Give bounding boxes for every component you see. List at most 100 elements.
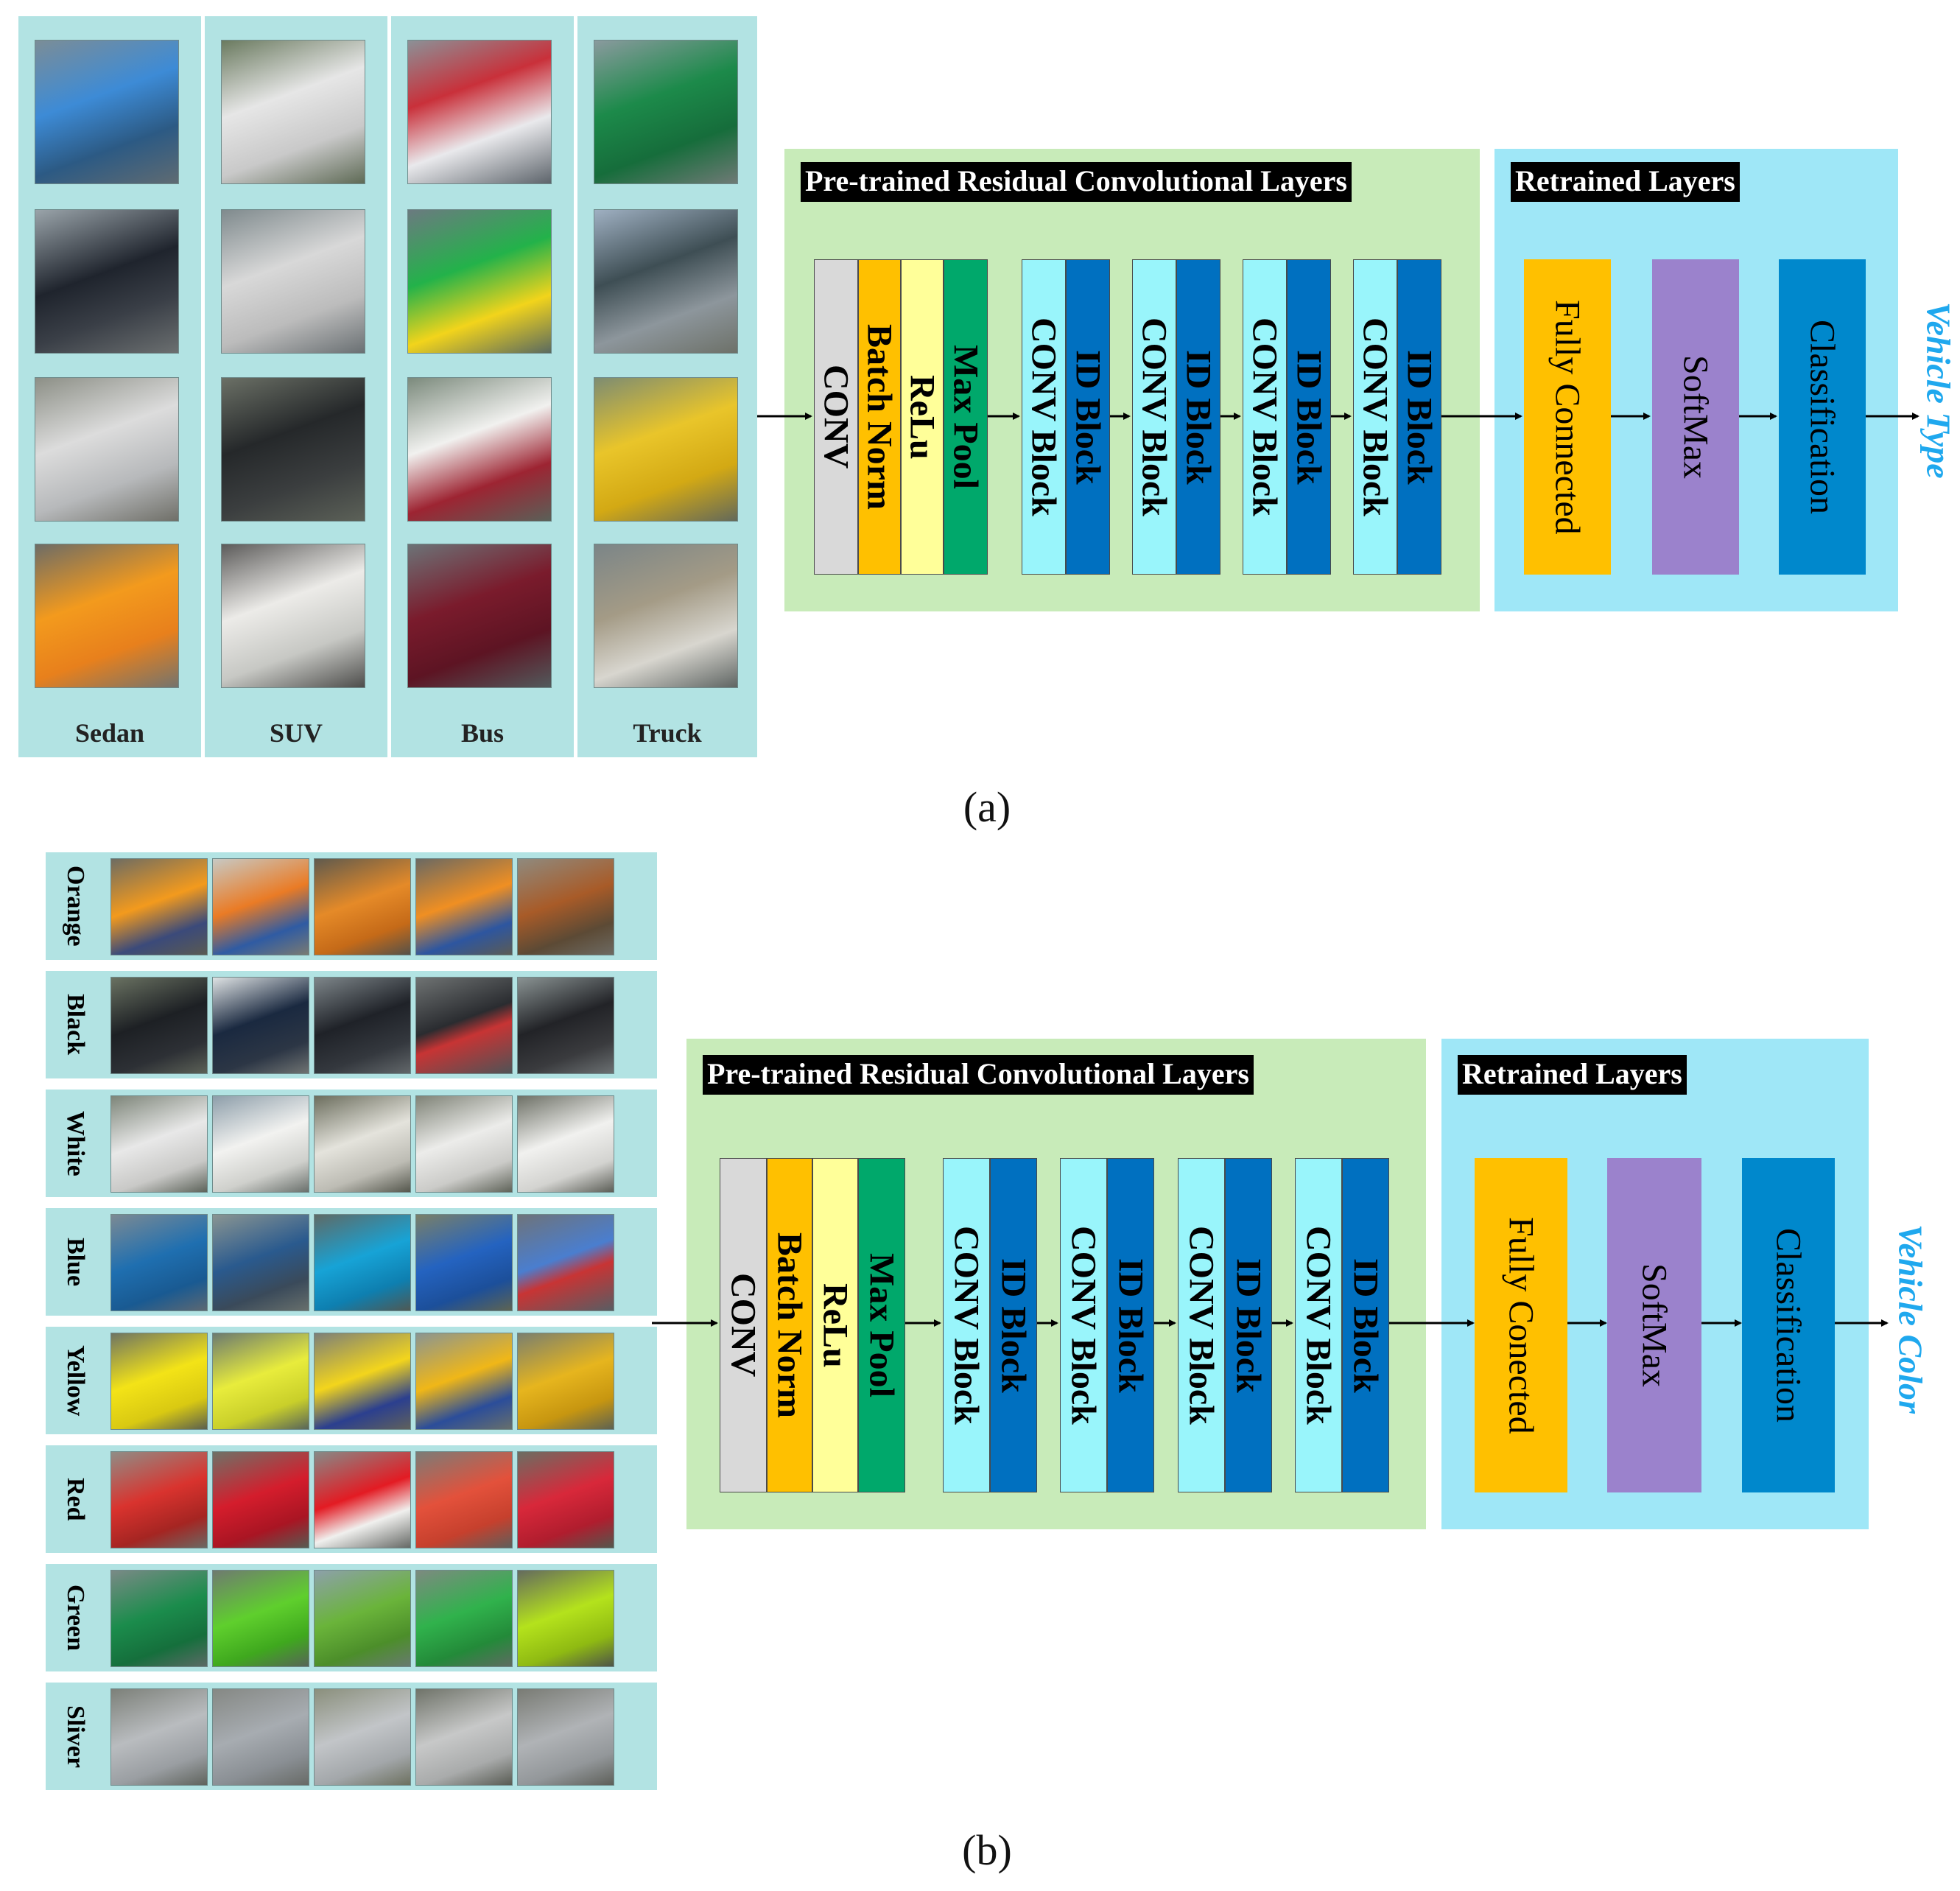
id-block-3: ID Block [1225,1158,1272,1492]
pretrained-title: Pre-trained Residual Convolutional Layer… [703,1055,1254,1095]
vehicle-photo [314,1570,411,1667]
vehicle-photo [594,209,738,354]
conv-block-2: CONV Block [1132,259,1176,575]
vehicle-photo [407,40,552,184]
pretrained-panel-b: Pre-trained Residual Convolutional Layer… [686,1039,1426,1529]
caption-a: (a) [963,783,1011,831]
retrained-title: Retrained Layers [1458,1055,1687,1095]
vehicle-photo [415,1570,513,1667]
max-pool-layer: Max Pool [944,259,988,575]
vehicle-photo [415,977,513,1074]
vehicle-photo [517,1095,614,1193]
vehicle-photo [314,858,411,955]
conv-block-1: CONV Block [943,1158,990,1492]
conv-block-3: CONV Block [1243,259,1287,575]
category-label: Bus [460,718,505,748]
vehicle-photo [221,377,365,522]
conv-layer: CONV [720,1158,767,1492]
pretrained-panel-a: Pre-trained Residual Convolutional Layer… [784,149,1480,611]
vehicle-photo [314,1214,411,1311]
conv-block-1: CONV Block [1022,259,1066,575]
vehicle-photo [314,977,411,1074]
vehicle-photo [35,544,179,688]
vehicle-photo [110,1333,208,1430]
vehicle-photo [212,1214,309,1311]
id-block-3: ID Block [1287,259,1331,575]
vehicle-photo [517,1214,614,1311]
relu-layer: ReLu [812,1158,858,1492]
conv-block-4: CONV Block [1295,1158,1342,1492]
vehicle-photo [517,1570,614,1667]
vehicle-photo [415,858,513,955]
pretrained-title: Pre-trained Residual Convolutional Layer… [801,162,1352,202]
color-row-yellow: Yellow [46,1327,657,1434]
vehicle-photo [212,858,309,955]
color-row-orange: Orange [46,852,657,960]
output-label-color: Vehicle Color [1891,1224,1930,1414]
vehicle-photo [110,858,208,955]
retrained-title: Retrained Layers [1511,162,1740,202]
vehicle-photo [415,1333,513,1430]
caption-b: (b) [962,1826,1012,1874]
retrained-panel-b: Retrained Layers Fully Conected SoftMax … [1441,1039,1869,1529]
color-row-red: Red [46,1445,657,1553]
vehicle-photo [594,544,738,688]
vehicle-photo [110,1451,208,1548]
conv-block-4: CONV Block [1353,259,1397,575]
category-label: Sedan [74,718,145,748]
vehicle-photo [314,1688,411,1786]
color-row-green: Green [46,1564,657,1671]
output-label-type: Vehicle Type [1919,302,1958,479]
vehicle-photo [594,377,738,522]
vehicle-photo [35,40,179,184]
vehicle-photo [314,1451,411,1548]
vehicle-photo [212,1688,309,1786]
conv-layer: CONV [814,259,858,575]
color-label: Blue [62,1237,89,1287]
vehicle-photo [517,858,614,955]
vehicle-photo [517,1333,614,1430]
color-label: Sliver [62,1705,89,1768]
vehicle-photo [110,1095,208,1193]
color-row-blue: Blue [46,1208,657,1316]
id-block-2: ID Block [1176,259,1220,575]
type-column-bus: Bus [391,16,574,757]
vehicle-photo [35,377,179,522]
id-block-1: ID Block [990,1158,1037,1492]
color-row-sliver: Sliver [46,1683,657,1790]
conv-block-2: CONV Block [1060,1158,1107,1492]
color-row-white: White [46,1090,657,1197]
conv-block-3: CONV Block [1178,1158,1225,1492]
type-column-truck: Truck [577,16,757,757]
vehicle-photo [407,544,552,688]
type-column-sedan: Sedan [18,16,201,757]
id-block-4: ID Block [1342,1158,1389,1492]
color-label: Green [62,1584,89,1651]
color-label: Red [62,1477,89,1521]
classification-layer: Classification [1742,1158,1835,1492]
vehicle-photo [212,1095,309,1193]
vehicle-photo [407,377,552,522]
category-label: Truck [633,718,702,748]
vehicle-photo [212,1570,309,1667]
relu-layer: ReLu [901,259,944,575]
color-label: Black [62,994,89,1056]
vehicle-photo [415,1451,513,1548]
type-column-suv: SUV [205,16,387,757]
vehicle-photo [517,1451,614,1548]
vehicle-photo [221,40,365,184]
vehicle-photo [517,977,614,1074]
softmax-layer: SoftMax [1652,259,1739,575]
color-row-black: Black [46,971,657,1078]
id-block-4: ID Block [1397,259,1441,575]
vehicle-photo [415,1095,513,1193]
vehicle-photo [594,40,738,184]
color-label: Orange [62,866,89,947]
id-block-1: ID Block [1066,259,1110,575]
max-pool-layer: Max Pool [858,1158,905,1492]
fully-connected-layer: Fully Connected [1524,259,1611,575]
vehicle-photo [221,544,365,688]
vehicle-photo [110,977,208,1074]
